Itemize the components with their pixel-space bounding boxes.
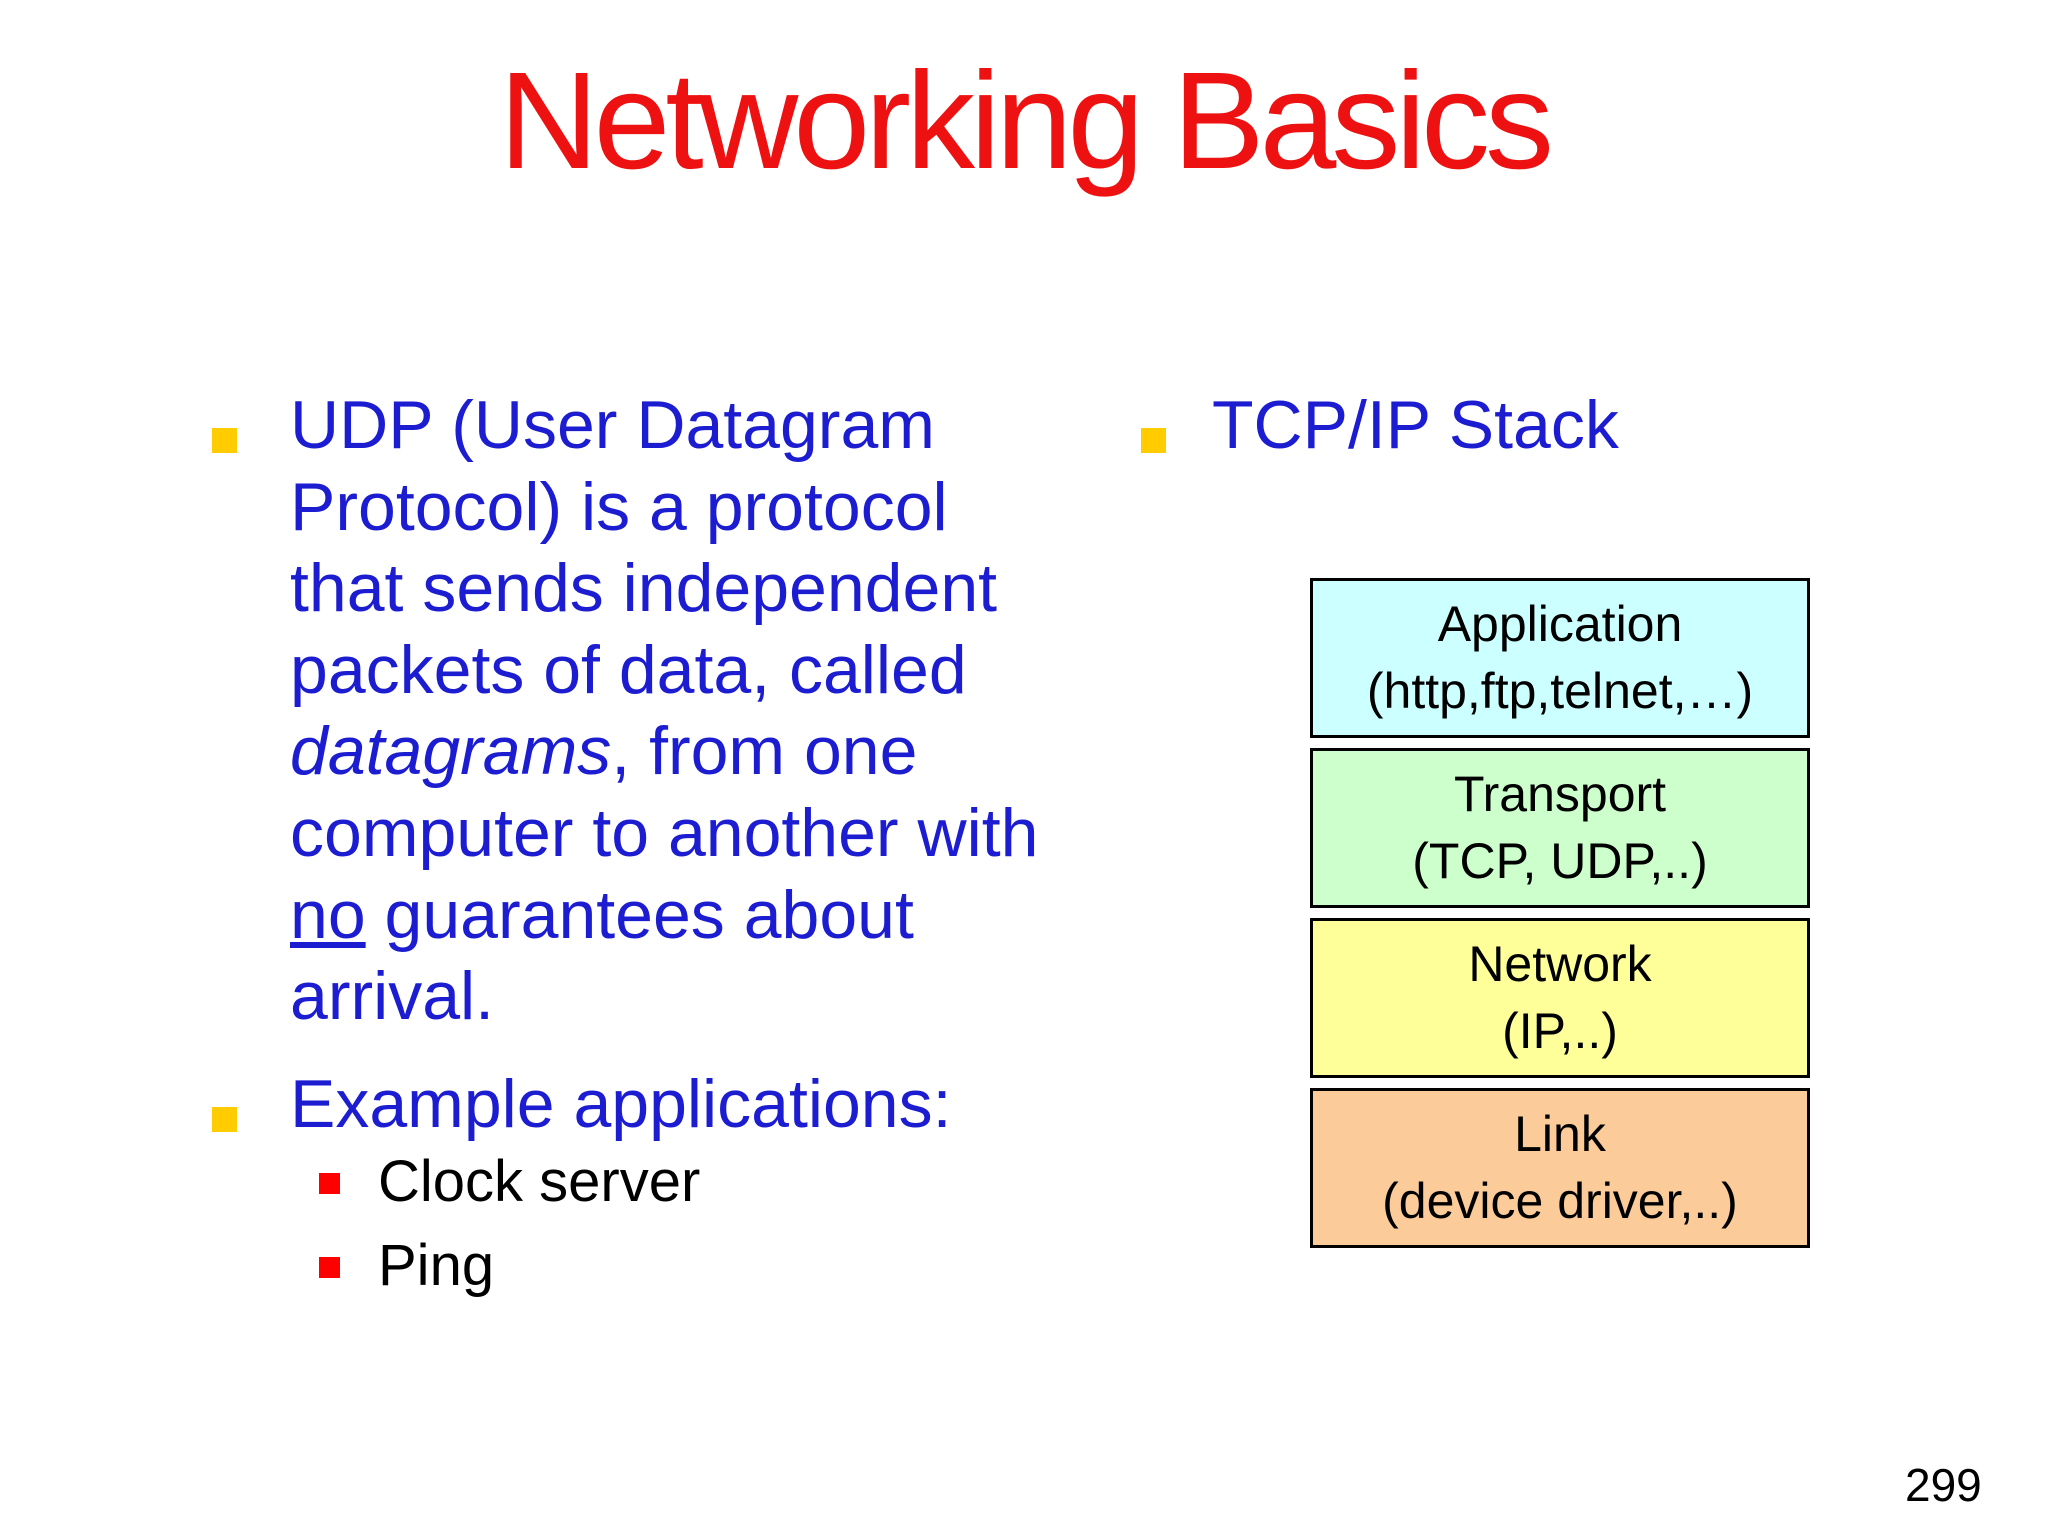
stack-layer-name: Application (1437, 595, 1683, 652)
udp-paragraph-part3: guarantees about arrival. (290, 876, 914, 1035)
udp-paragraph: UDP (User Datagram Protocol) is a protoc… (290, 385, 1038, 1038)
bullet-square-icon (212, 428, 237, 453)
ping-label: Ping (378, 1232, 495, 1298)
clock-server-label: Clock server (378, 1149, 701, 1215)
bullet-square-icon (212, 1106, 237, 1132)
udp-paragraph-underlined-no: no (290, 876, 366, 953)
sub-bullet-square-icon (319, 1256, 340, 1278)
stack-layer-detail: (IP,..) (1502, 1003, 1618, 1059)
udp-paragraph-part2: , from one computer to another with (290, 713, 1039, 871)
stack-layer-name: Link (1514, 1105, 1606, 1162)
example-applications-heading: Example applications: (290, 1065, 952, 1142)
list-item: Clock server (319, 1147, 1205, 1217)
bullet-square-icon (1141, 428, 1166, 453)
stack-layer-network: Network (IP,..) (1310, 918, 1810, 1078)
stack-layer-name: Transport (1453, 765, 1667, 822)
sub-bullet-square-icon (319, 1173, 340, 1195)
stack-layer-detail: (http,ftp,telnet,…) (1366, 663, 1754, 719)
left-bullet-list: UDP (User Datagram Protocol) is a protoc… (205, 385, 1205, 1301)
example-applications-item: Example applications: (205, 1064, 1205, 1146)
stack-layer-application: Application (http,ftp,telnet,…) (1310, 578, 1810, 738)
tcpip-stack-bullet-item: TCP/IP Stack (1134, 385, 1619, 467)
page-number: 299 (1905, 1459, 1982, 1511)
udp-bullet-item: UDP (User Datagram Protocol) is a protoc… (205, 385, 1205, 1038)
stack-layer-link: Link (device driver,..) (1310, 1088, 1810, 1248)
tcpip-stack-heading: TCP/IP Stack (1212, 387, 1619, 463)
stack-layer-transport: Transport (TCP, UDP,..) (1310, 748, 1810, 908)
list-item: Ping (319, 1231, 1205, 1301)
tcpip-stack-diagram: Application (http,ftp,telnet,…) Transpor… (1310, 578, 1810, 1258)
stack-layer-name: Network (1468, 935, 1652, 992)
stack-layer-detail: (device driver,..) (1382, 1173, 1738, 1229)
stack-layer-detail: (TCP, UDP,..) (1412, 833, 1708, 889)
page-title: Networking Basics (498, 44, 1554, 198)
udp-paragraph-italic-datagrams: datagrams (290, 713, 612, 790)
example-applications-sublist: Clock server Ping (319, 1147, 1205, 1300)
udp-paragraph-part1: UDP (User Datagram Protocol) is a protoc… (290, 387, 998, 708)
